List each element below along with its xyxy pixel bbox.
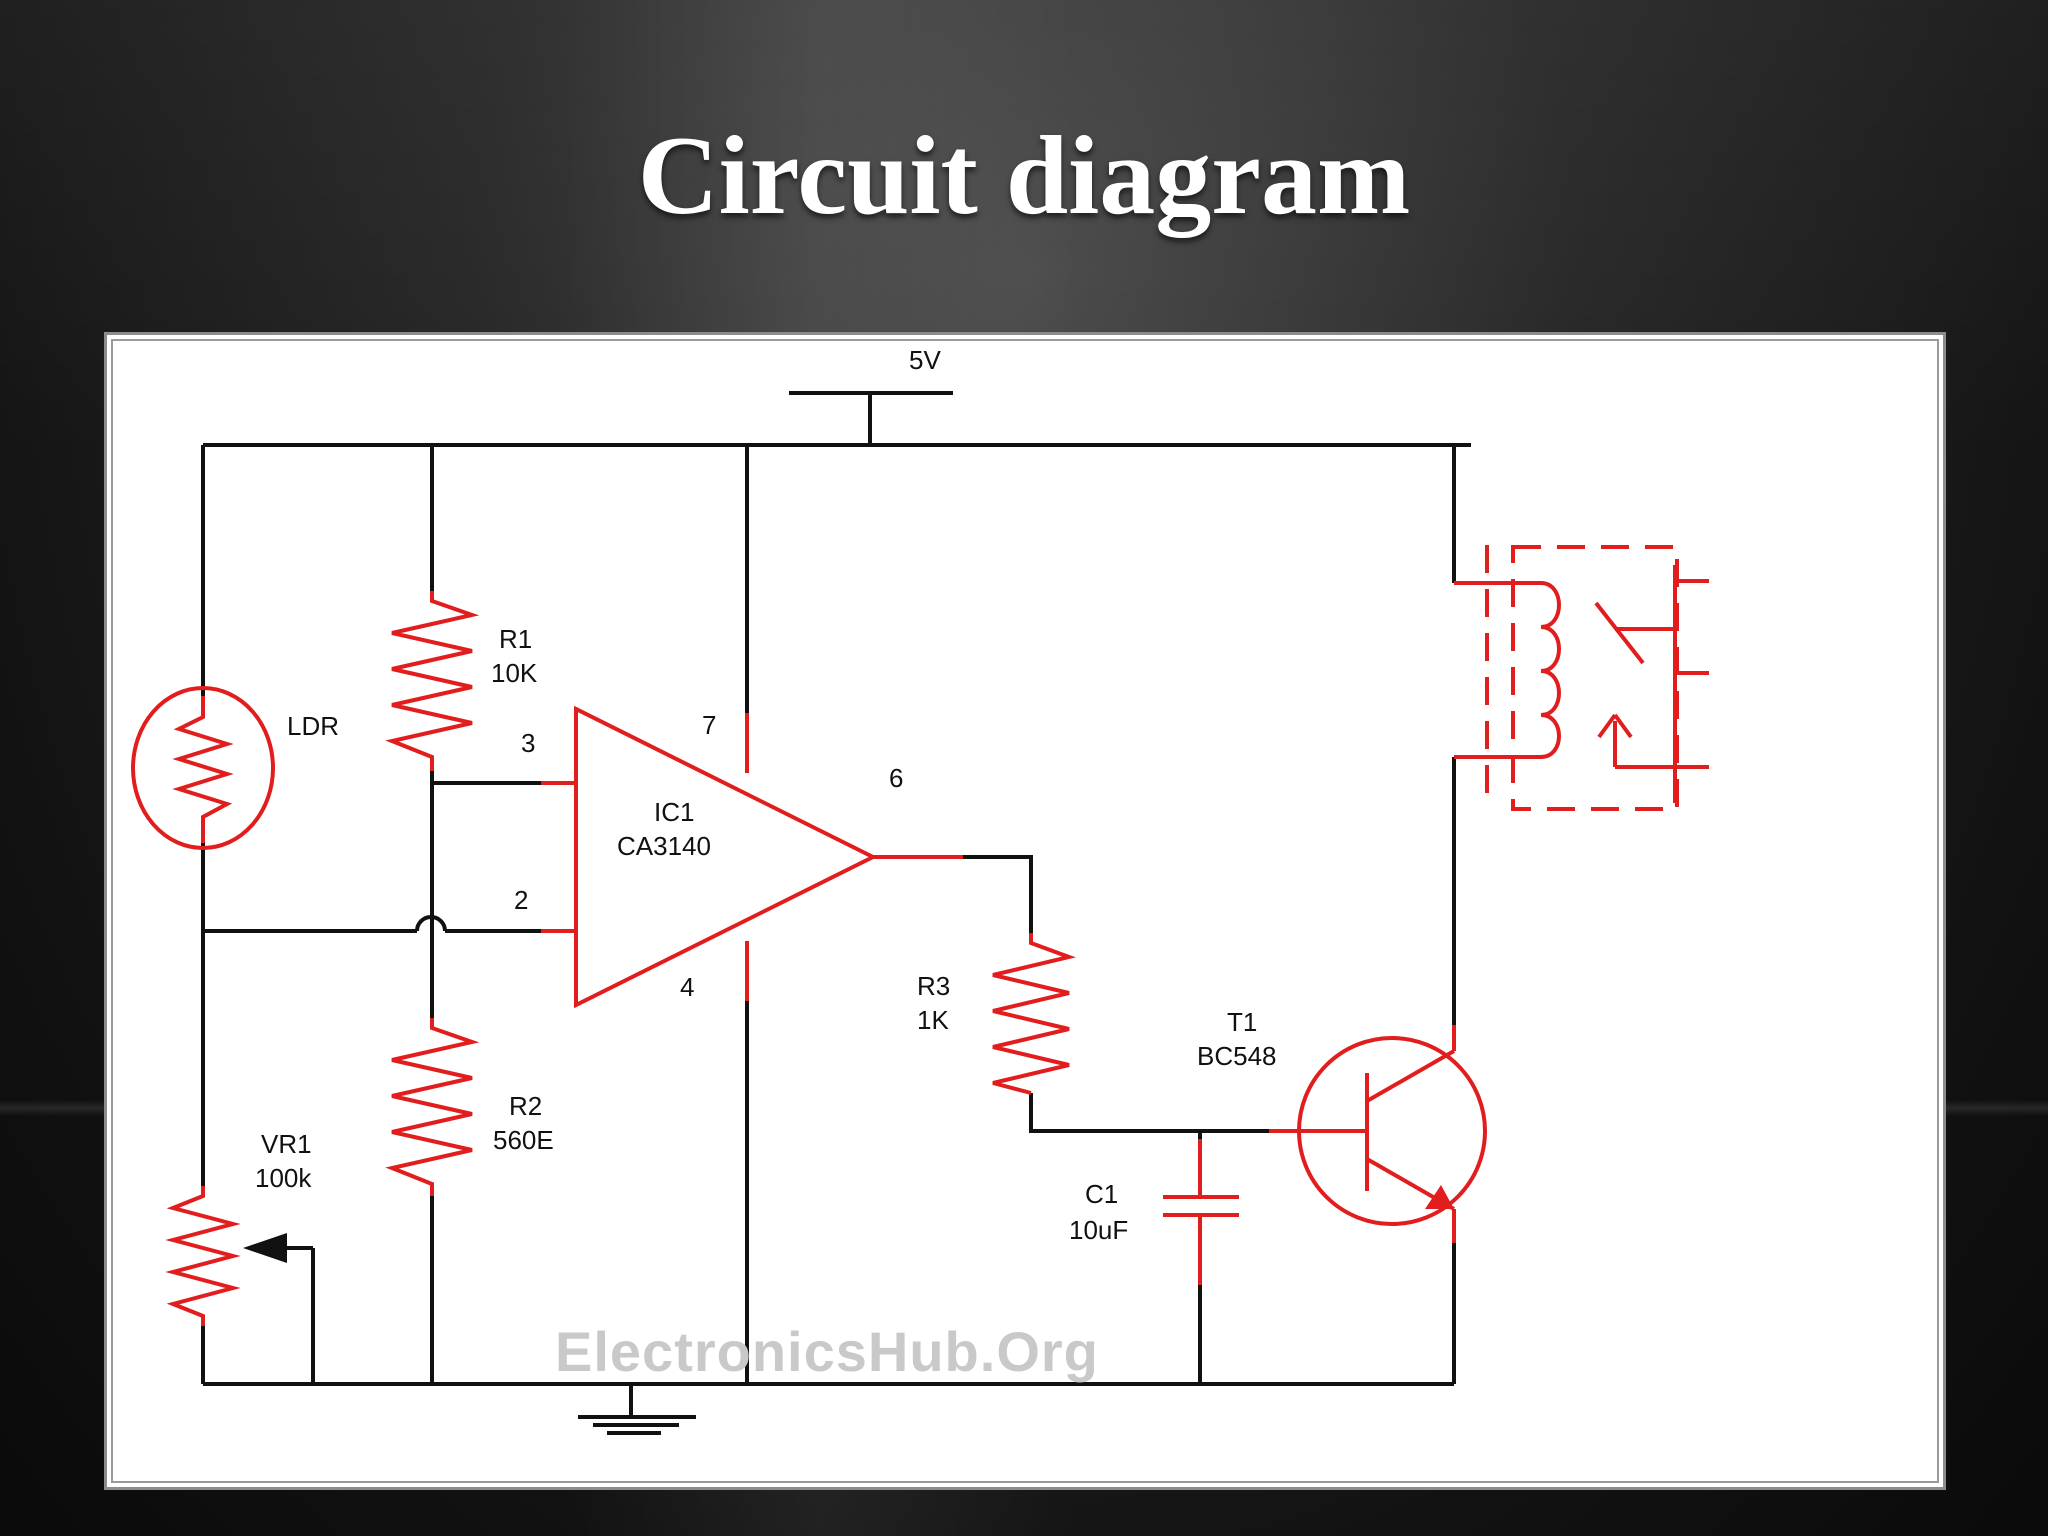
- c1-capacitor: [1163, 1139, 1239, 1285]
- wiper-arrow-icon: [243, 1233, 287, 1263]
- r2-resistor: [385, 1018, 480, 1196]
- r3-value-label: 1K: [917, 1005, 949, 1035]
- left-branch-wires: [201, 445, 541, 1384]
- r2-value-label: 560E: [493, 1125, 554, 1155]
- t1-ref-label: T1: [1227, 1007, 1257, 1037]
- relay-symbol: [1454, 545, 1709, 811]
- c1-ref-label: C1: [1085, 1179, 1118, 1209]
- r2-ref-label: R2: [509, 1091, 542, 1121]
- r1-value-label: 10K: [491, 658, 538, 688]
- vr1-potentiometer: [165, 1186, 313, 1326]
- pin-3-label: 3: [521, 728, 535, 758]
- divider-wires: [430, 445, 541, 1384]
- ldr-label: LDR: [287, 711, 339, 741]
- ic1-ref-label: IC1: [654, 797, 694, 827]
- c1-value-label: 10uF: [1069, 1215, 1128, 1245]
- vr1-value-label: 100k: [255, 1163, 312, 1193]
- op-amp-ic1: [541, 445, 963, 1384]
- r1-ref-label: R1: [499, 624, 532, 654]
- pin-7-label: 7: [702, 710, 716, 740]
- vr1-ref-label: VR1: [261, 1129, 312, 1159]
- t1-transistor: [1269, 757, 1487, 1384]
- circuit-diagram-frame: 5V LDR VR1: [104, 332, 1946, 1490]
- slide-title: Circuit diagram: [637, 114, 1411, 238]
- ground-symbol: [578, 1384, 696, 1435]
- r3-ref-label: R3: [917, 971, 950, 1001]
- output-wires: [963, 855, 1269, 1384]
- pin-4-label: 4: [680, 972, 694, 1002]
- pin-6-label: 6: [889, 763, 903, 793]
- circuit-diagram: 5V LDR VR1: [131, 345, 1709, 1435]
- watermark-logo: ElectronicsHub.Org: [555, 1320, 1099, 1383]
- emitter-arrow-icon: [1425, 1185, 1454, 1209]
- r3-resistor: [992, 933, 1076, 1095]
- ic1-value-label: CA3140: [617, 831, 711, 861]
- pin-2-label: 2: [514, 885, 528, 915]
- supply-rail: [203, 391, 1471, 447]
- t1-value-label: BC548: [1197, 1041, 1277, 1071]
- diagram-inner-border: [111, 339, 1939, 1483]
- ldr-symbol: [131, 686, 275, 850]
- supply-label: 5V: [909, 345, 941, 375]
- r1-resistor: [385, 591, 480, 771]
